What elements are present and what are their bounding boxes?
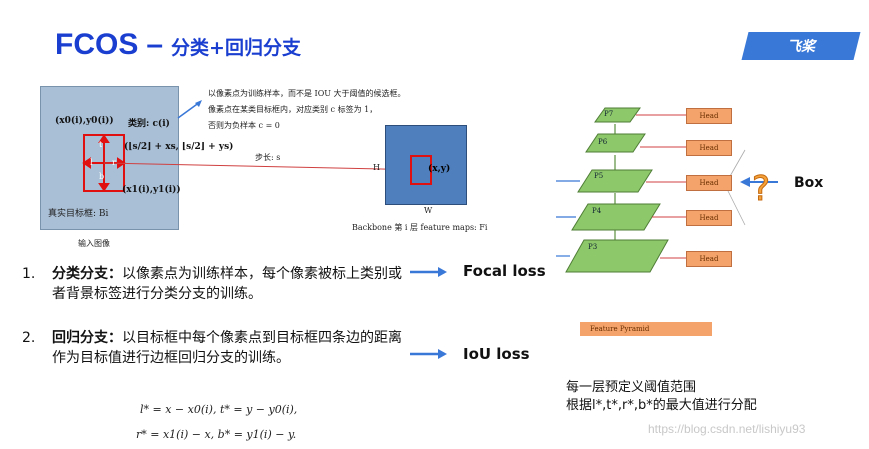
level-label-p5: P5 <box>594 172 604 180</box>
branch-item-classification: 1. 分类分支：以像素点为训练样本，每个像素被标上类别或者背景标签进行分类分支的… <box>22 264 408 304</box>
branch-number: 1. <box>22 266 36 282</box>
head-block: Head <box>686 210 732 226</box>
branch-text-wrap: 分类分支：以像素点为训练样本，每个像素被标上类别或者背景标签进行分类分支的训练。 <box>52 264 408 304</box>
note-pointer-head <box>195 100 202 107</box>
branch-text: 以目标框中每个像素点到目标框四条边的距离作为目标值进行边框回归分支的训练。 <box>52 330 402 366</box>
level-p4 <box>571 203 661 231</box>
coord-label-top-left: (x0(i),y0(i)) <box>55 116 114 126</box>
head-block: Head <box>686 108 732 124</box>
gt-box-label: 真实目标框: Bi <box>48 209 109 219</box>
level-label-p7: P7 <box>604 110 614 118</box>
pyramid-footer-bar <box>580 322 712 336</box>
level-p7 <box>594 107 641 123</box>
mapping-formula: (⌊s/2⌋ + xs, ⌊s/2⌋ + ys) <box>124 142 234 152</box>
pyramid-input-arrows <box>556 180 580 257</box>
dir-label-t: t <box>99 140 103 149</box>
note-line-3: 否则为负样本 c = 0 <box>208 121 280 130</box>
box-label: Box <box>794 175 824 191</box>
divider-line <box>724 184 746 226</box>
watermark: https://blog.csdn.net/lishiyu93 <box>648 422 806 436</box>
branch-text-wrap: 回归分支：以目标框中每个像素点到目标框四条边的距离作为目标值进行边框回归分支的训… <box>52 328 408 368</box>
head-block: Head <box>686 140 732 156</box>
formula-line-1: l* = x − x0(i), t* = y − y0(i), <box>140 403 298 416</box>
fmap-point-label: (x,y) <box>428 164 451 174</box>
note-pointer <box>177 101 201 119</box>
question-mark-icon: ? <box>752 169 770 209</box>
level-label-p3: P3 <box>588 243 598 251</box>
level-p5 <box>577 169 653 193</box>
level-p6 <box>585 133 646 153</box>
backbone-label: Backbone 第 i 层 feature maps: Fi <box>352 223 488 232</box>
head-connectors <box>636 114 686 259</box>
box-arrow-head <box>740 177 750 187</box>
title-subtitle: 分类+回归分支 <box>171 37 301 59</box>
fmap-h-label: H <box>373 163 380 172</box>
dir-label-l: l <box>90 158 93 167</box>
input-image-label: 输入图像 <box>78 239 110 248</box>
head-block: Head <box>686 251 732 267</box>
caption-line-1: 每一层预定义阈值范围 <box>566 380 697 395</box>
dir-label-b: b <box>99 172 105 181</box>
feature-pyramid-label: Feature Pyramid <box>590 325 650 333</box>
branch-name: 分类分支： <box>52 266 122 282</box>
branch-name: 回归分支： <box>52 330 122 346</box>
feature-map <box>385 125 467 205</box>
iou-loss-label: IoU loss <box>463 345 530 363</box>
head-block: Head <box>686 175 732 191</box>
note-line-1: 以像素点为训练样本，而不是 IOU 大于阈值的候选框。 <box>208 89 406 98</box>
level-p3 <box>565 239 669 273</box>
input-image-panel <box>40 86 179 230</box>
level-label-p4: P4 <box>592 207 602 215</box>
note-line-2: 像素点在某类目标框内，对应类别 c 标签为 1， <box>208 105 378 114</box>
dir-label-r: r <box>112 158 116 167</box>
focal-loss-label: Focal loss <box>463 262 546 280</box>
title-dash: – <box>146 28 164 61</box>
caption-line-2: 根据l*,t*,r*,b*的最大值进行分配 <box>566 398 757 413</box>
branch-text: 以像素点为训练样本，每个像素被标上类别或者背景标签进行分类分支的训练。 <box>52 266 402 302</box>
class-label: 类别: c(i) <box>128 119 170 129</box>
fmap-w-label: W <box>424 206 433 215</box>
level-label-p6: P6 <box>598 138 608 146</box>
stride-label: 步长: s <box>255 153 281 162</box>
mapping-line <box>103 162 426 171</box>
feature-map-box <box>410 155 432 185</box>
page-title: FCOS–分类+回归分支 <box>55 28 301 62</box>
branch-arrows <box>410 267 447 359</box>
branch-item-regression: 2. 回归分支：以目标框中每个像素点到目标框四条边的距离作为目标值进行边框回归分… <box>22 328 408 368</box>
pyramid-levels <box>565 107 669 273</box>
formula-line-2: r* = x1(i) − x, b* = y1(i) − y. <box>136 428 297 441</box>
coord-label-bottom-right: (x1(i),y1(i)) <box>122 185 181 195</box>
title-main: FCOS <box>55 28 139 61</box>
branch-number: 2. <box>22 330 36 346</box>
